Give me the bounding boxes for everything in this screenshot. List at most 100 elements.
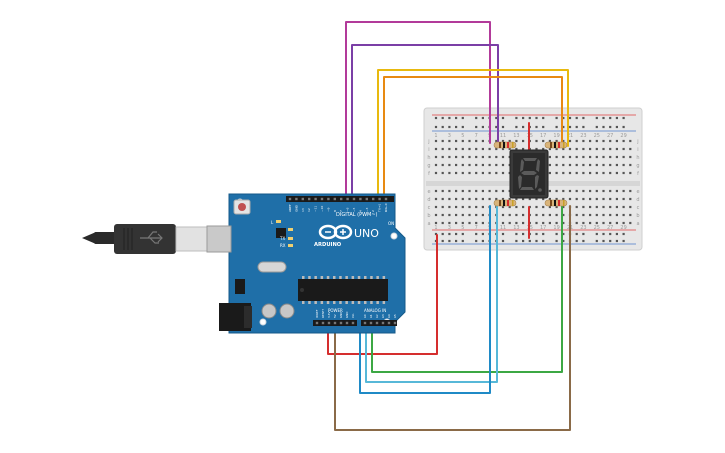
breadboard-hole[interactable] <box>582 139 585 143</box>
breadboard-hole[interactable] <box>622 213 625 217</box>
header-pin[interactable] <box>295 197 298 201</box>
breadboard-hole[interactable] <box>548 205 551 209</box>
breadboard-hole[interactable] <box>602 155 605 159</box>
breadboard-hole[interactable] <box>535 205 538 209</box>
breadboard-hole[interactable] <box>481 213 484 217</box>
breadboard-hole[interactable] <box>575 213 578 217</box>
breadboard-hole[interactable] <box>515 125 518 129</box>
breadboard-hole[interactable] <box>622 197 625 201</box>
breadboard-hole[interactable] <box>475 163 478 167</box>
breadboard-hole[interactable] <box>609 239 612 243</box>
breadboard-hole[interactable] <box>575 189 578 193</box>
breadboard-hole[interactable] <box>595 116 598 120</box>
breadboard-hole[interactable] <box>602 163 605 167</box>
breadboard-hole[interactable] <box>475 239 478 243</box>
breadboard-hole[interactable] <box>589 205 592 209</box>
breadboard-hole[interactable] <box>515 197 518 201</box>
breadboard-hole[interactable] <box>501 239 505 243</box>
breadboard-hole[interactable] <box>562 189 565 193</box>
breadboard-hole[interactable] <box>495 125 498 129</box>
breadboard-hole[interactable] <box>488 197 491 201</box>
breadboard-hole[interactable] <box>522 197 525 201</box>
breadboard-hole[interactable] <box>562 205 565 209</box>
breadboard-hole[interactable] <box>615 147 618 151</box>
breadboard-hole[interactable] <box>582 171 585 175</box>
breadboard-hole[interactable] <box>475 221 478 225</box>
breadboard-hole[interactable] <box>575 197 578 201</box>
breadboard-hole[interactable] <box>441 239 444 243</box>
breadboard-hole[interactable] <box>434 221 438 225</box>
breadboard-hole[interactable] <box>528 197 531 201</box>
wire-orange[interactable] <box>383 76 563 199</box>
breadboard-hole[interactable] <box>609 139 612 143</box>
breadboard-hole[interactable] <box>535 197 538 201</box>
breadboard-hole[interactable] <box>461 239 464 243</box>
breadboard-hole[interactable] <box>582 147 585 151</box>
breadboard-hole[interactable] <box>455 116 458 120</box>
breadboard-hole[interactable] <box>562 213 565 217</box>
breadboard-hole[interactable] <box>434 171 438 175</box>
breadboard-hole[interactable] <box>515 205 518 209</box>
breadboard-hole[interactable] <box>481 155 484 159</box>
breadboard-hole[interactable] <box>562 239 565 243</box>
breadboard-hole[interactable] <box>542 221 545 225</box>
wire-magenta[interactable] <box>345 21 491 199</box>
breadboard-hole[interactable] <box>461 125 464 129</box>
breadboard-hole[interactable] <box>461 139 464 143</box>
breadboard-hole[interactable] <box>461 221 464 225</box>
breadboard-hole[interactable] <box>575 232 578 236</box>
breadboard-hole[interactable] <box>562 171 565 175</box>
breadboard-hole[interactable] <box>522 239 525 243</box>
breadboard-hole[interactable] <box>522 205 525 209</box>
header-pin[interactable] <box>320 197 324 201</box>
header-pin[interactable] <box>327 197 330 201</box>
breadboard-hole[interactable] <box>542 139 545 143</box>
breadboard-hole[interactable] <box>582 155 585 159</box>
breadboard-hole[interactable] <box>629 221 632 225</box>
breadboard-hole[interactable] <box>622 221 625 225</box>
breadboard-hole[interactable] <box>441 116 444 120</box>
breadboard-hole[interactable] <box>555 139 558 143</box>
breadboard-hole[interactable] <box>609 205 612 209</box>
breadboard-hole[interactable] <box>548 155 551 159</box>
breadboard-hole[interactable] <box>595 221 598 225</box>
breadboard-hole[interactable] <box>441 189 444 193</box>
header-pin[interactable] <box>345 321 349 325</box>
wire-yellow[interactable] <box>377 69 569 199</box>
header-pin[interactable] <box>351 321 355 325</box>
breadboard-hole[interactable] <box>582 189 585 193</box>
breadboard-hole[interactable] <box>461 197 464 201</box>
breadboard-hole[interactable] <box>615 197 618 201</box>
breadboard-hole[interactable] <box>455 147 458 151</box>
breadboard-hole[interactable] <box>448 125 451 129</box>
breadboard-hole[interactable] <box>582 239 585 243</box>
breadboard-hole[interactable] <box>609 163 612 167</box>
breadboard-hole[interactable] <box>575 221 578 225</box>
breadboard-hole[interactable] <box>548 189 551 193</box>
breadboard-hole[interactable] <box>589 163 592 167</box>
breadboard-hole[interactable] <box>481 116 484 120</box>
breadboard-hole[interactable] <box>602 213 605 217</box>
breadboard-hole[interactable] <box>542 232 545 236</box>
breadboard-hole[interactable] <box>468 221 471 225</box>
breadboard-hole[interactable] <box>475 139 478 143</box>
breadboard-hole[interactable] <box>548 221 551 225</box>
breadboard-hole[interactable] <box>609 116 612 120</box>
breadboard-hole[interactable] <box>481 163 484 167</box>
breadboard-hole[interactable] <box>609 232 612 236</box>
breadboard-hole[interactable] <box>589 147 592 151</box>
resistor-top-right[interactable] <box>544 141 568 149</box>
breadboard-hole[interactable] <box>441 125 444 129</box>
breadboard-hole[interactable] <box>535 221 538 225</box>
breadboard-hole[interactable] <box>535 139 538 143</box>
breadboard-hole[interactable] <box>448 147 451 151</box>
breadboard-hole[interactable] <box>602 221 605 225</box>
breadboard-hole[interactable] <box>555 189 558 193</box>
breadboard-hole[interactable] <box>455 221 458 225</box>
breadboard-hole[interactable] <box>629 147 632 151</box>
breadboard-hole[interactable] <box>629 171 632 175</box>
header-pin[interactable] <box>387 321 391 325</box>
breadboard-hole[interactable] <box>468 189 471 193</box>
breadboard-hole[interactable] <box>501 125 505 129</box>
breadboard-hole[interactable] <box>515 147 518 151</box>
